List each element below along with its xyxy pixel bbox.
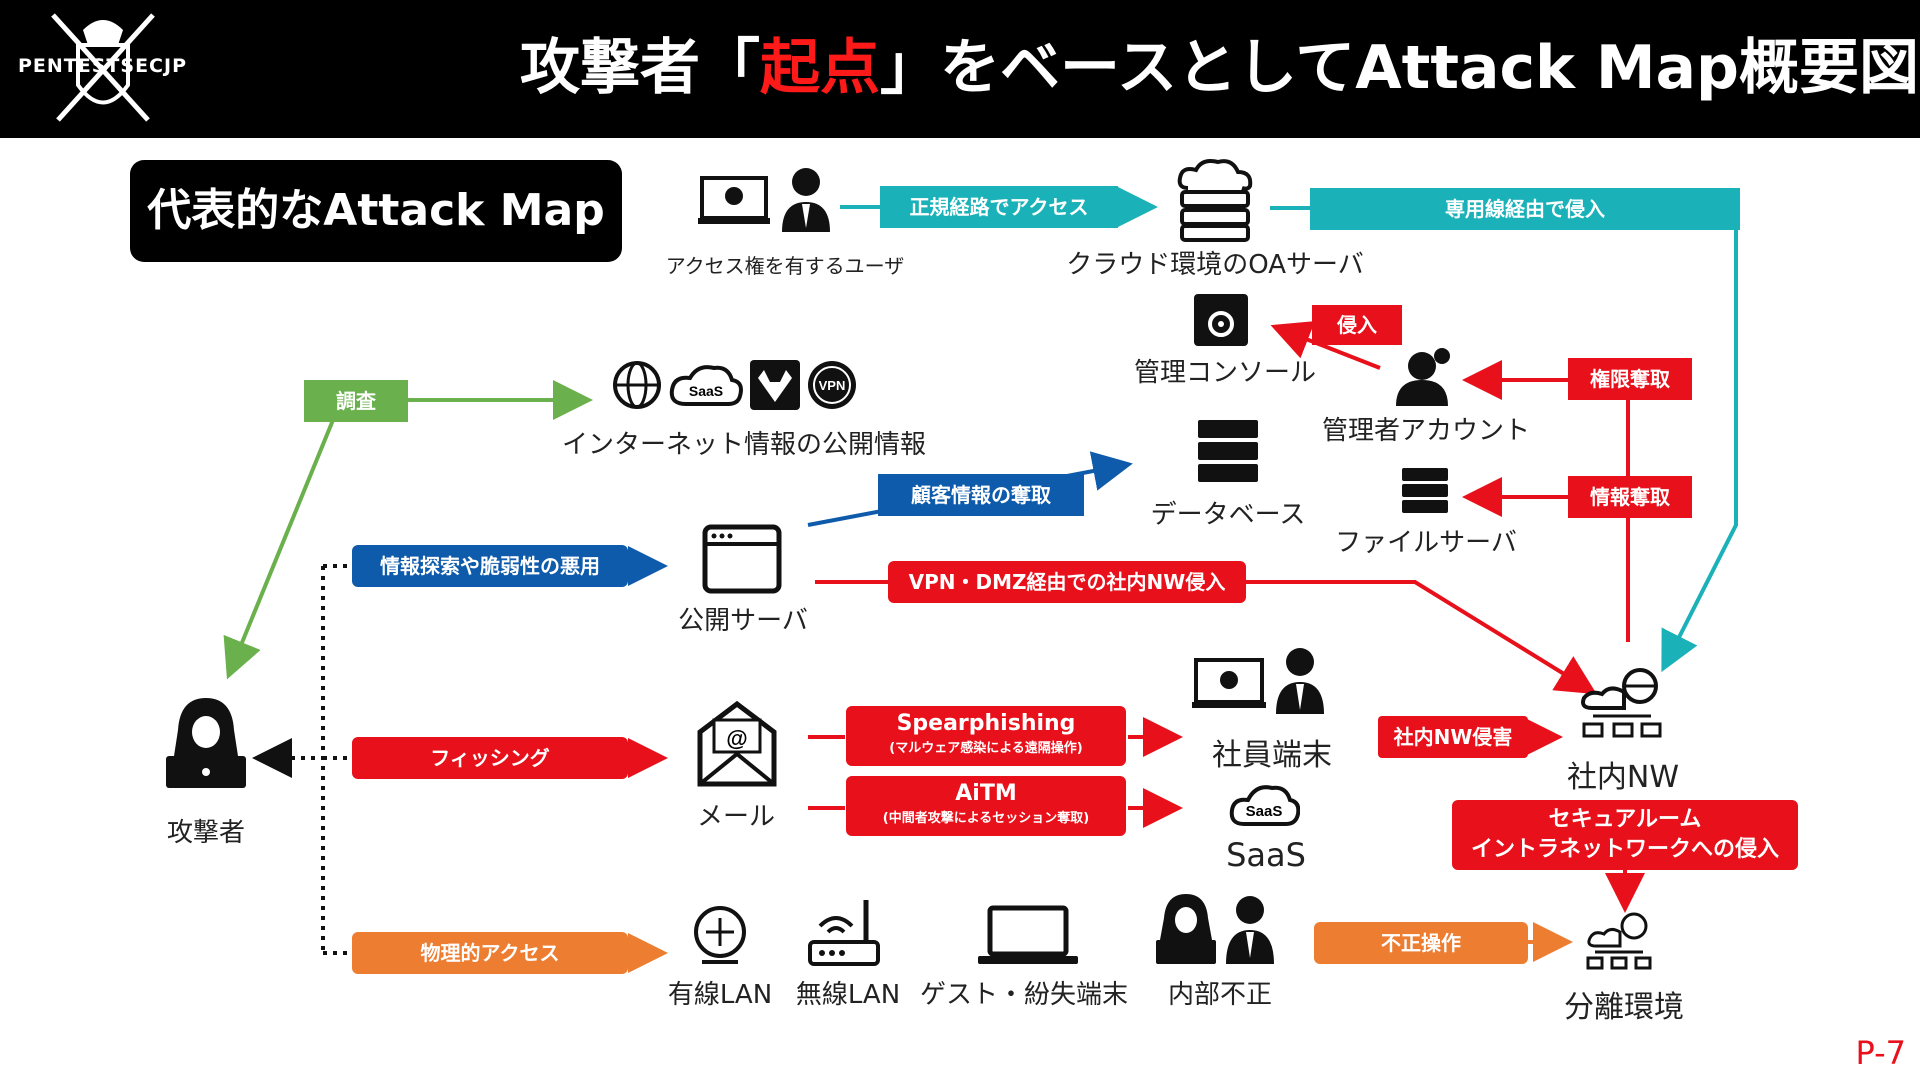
label-internet-info: インターネット情報の公開情報 xyxy=(561,430,926,460)
database-server-icon xyxy=(1198,420,1258,482)
employee-terminal-icon xyxy=(1192,648,1324,714)
edge-label-info-theft: 情報奪取 xyxy=(1568,476,1692,518)
label-employee-terminal: 社員端末 xyxy=(1212,738,1332,773)
title-suffix: 」をベースとしてAttack Map概要図 xyxy=(880,33,1919,103)
title-prefix: 攻撃者「 xyxy=(520,33,760,103)
gitlab-icon xyxy=(750,360,800,410)
attacker-hacker-icon xyxy=(166,698,246,788)
label-insider: 内部不正 xyxy=(1167,980,1272,1010)
logo-text: PENTESTSECJP xyxy=(18,55,187,77)
edge-label-aitm: AiTM (中間者攻撃によるセッション奪取) xyxy=(846,776,1126,836)
file-server-icon xyxy=(1402,468,1448,513)
spearphishing-title: Spearphishing xyxy=(896,711,1076,736)
wireless-lan-router-icon xyxy=(808,900,880,966)
vpn-icon: VPN xyxy=(808,361,856,409)
header-bar xyxy=(0,0,1920,138)
vpn-icon-text: VPN xyxy=(819,378,846,393)
label-saas: SaaS xyxy=(1226,836,1306,874)
public-server-window-icon xyxy=(702,524,782,594)
edge-label-privilege-theft: 権限奪取 xyxy=(1568,358,1692,400)
label-wireless-lan: 無線LAN xyxy=(795,980,901,1010)
edge-label-customer-info-theft: 顧客情報の奪取 xyxy=(878,474,1084,516)
label-cloud-oa-server: クラウド環境のOAサーバ xyxy=(1066,250,1364,280)
saas-icon-text: SaaS xyxy=(689,383,723,399)
internal-network-icon xyxy=(1581,668,1662,738)
label-public-server: 公開サーバ xyxy=(678,606,808,636)
label-wired-lan: 有線LAN xyxy=(667,980,773,1010)
edge-label-info-search: 情報探索や脆弱性の悪用 xyxy=(352,545,628,587)
isolated-network-icon xyxy=(1586,912,1652,970)
mail-envelope-icon: @ xyxy=(697,700,777,787)
globe-icon xyxy=(613,361,661,409)
at-sign-icon: @ xyxy=(726,726,747,751)
attack-map-badge: 代表的なAttack Map xyxy=(130,160,622,262)
label-admin-console: 管理コンソール xyxy=(1133,358,1316,388)
title-highlight: 起点 xyxy=(760,33,880,103)
secure-room-line2: イントラネットワークへの侵入 xyxy=(1470,837,1779,862)
edge-label-phishing: フィッシング xyxy=(352,737,628,779)
label-isolated-env: 分離環境 xyxy=(1564,990,1684,1025)
aitm-title: AiTM xyxy=(955,781,1017,806)
edge-label-unauthorized-op: 不正操作 xyxy=(1314,922,1528,964)
spearphishing-sub: (マルウェア感染による遠隔操作) xyxy=(889,741,1083,756)
aitm-sub: (中間者攻撃によるセッション奪取) xyxy=(882,811,1090,826)
page-title: 攻撃者「起点」をベースとしてAttack Map概要図 xyxy=(520,18,1919,118)
page-number: P-7 xyxy=(1855,1034,1907,1072)
edge-label-legit-access: 正規経路でアクセス xyxy=(880,186,1118,228)
laptop-skull-user-icon xyxy=(698,168,830,232)
saas-node-icon-text: SaaS xyxy=(1246,803,1283,820)
admin-console-gear-icon xyxy=(1194,294,1248,346)
edge-label-internal-nw-breach: 社内NW侵害 xyxy=(1378,716,1528,758)
pentestsec-logo-icon xyxy=(51,13,155,122)
cloud-server-icon xyxy=(1177,159,1253,242)
edge-label-vpn-dmz: VPN・DMZ経由での社内NW侵入 xyxy=(888,561,1246,603)
secure-room-line1: セキュアルーム xyxy=(1548,807,1702,832)
saas-cloud-icon: SaaS xyxy=(669,365,743,406)
edge-label-survey: 調査 xyxy=(304,380,408,422)
label-mail: メール xyxy=(696,802,775,832)
label-guest-lost-terminal: ゲスト・紛失端末 xyxy=(919,980,1128,1010)
guest-laptop-icon xyxy=(978,905,1078,964)
edge-label-physical-access: 物理的アクセス xyxy=(352,932,628,974)
edge-label-intrusion: 侵入 xyxy=(1312,305,1402,345)
label-user-with-access: アクセス権を有するユーザ xyxy=(665,254,905,278)
internet-info-icons: SaaS VPN xyxy=(613,360,856,410)
label-database: データベース xyxy=(1150,500,1306,530)
label-admin-account: 管理者アカウント xyxy=(1321,416,1530,446)
wired-lan-router-icon xyxy=(694,906,746,964)
edge-label-dedicated-line: 専用線経由で侵入 xyxy=(1310,188,1740,230)
edge-label-secure-room: セキュアルーム イントラネットワークへの侵入 xyxy=(1452,800,1798,870)
saas-node-cloud-icon: SaaS xyxy=(1229,785,1300,826)
label-internal-nw: 社内NW xyxy=(1566,760,1680,795)
label-attacker: 攻撃者 xyxy=(166,818,245,848)
insider-threat-icon xyxy=(1156,894,1274,964)
admin-account-icon xyxy=(1396,348,1450,406)
label-file-server: ファイルサーバ xyxy=(1335,528,1517,558)
edge-label-spearphishing: Spearphishing (マルウェア感染による遠隔操作) xyxy=(846,706,1126,766)
